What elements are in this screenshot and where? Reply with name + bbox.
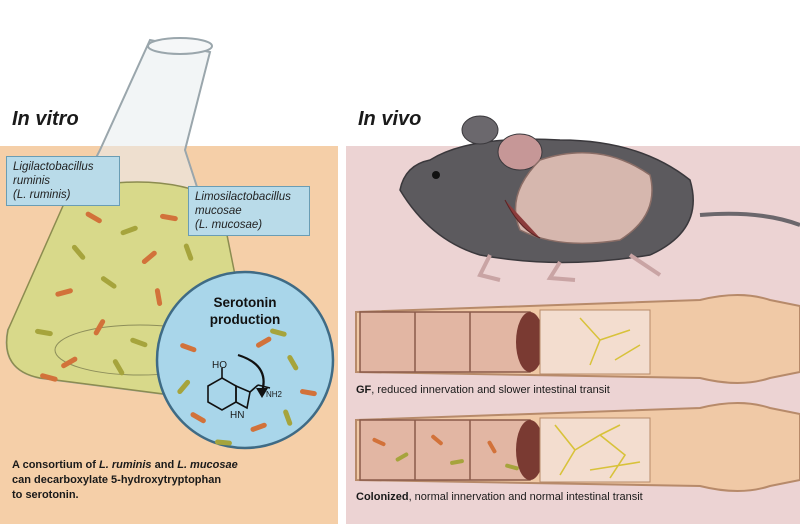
production-line2: production <box>209 312 281 327</box>
gf-caption: GF, reduced innervation and slower intes… <box>356 383 610 398</box>
species-label-mucosae: Limosilactobacillus mucosae (L. mucosae) <box>188 186 310 236</box>
caption-line1-c: and <box>151 459 178 471</box>
colonized-caption-rest: , normal innervation and normal intestin… <box>408 491 643 503</box>
molecule-oh-label: HO <box>212 360 227 371</box>
caption-line1-b: L. ruminis <box>98 459 152 471</box>
production-line1: Serotonin <box>213 295 277 310</box>
colonized-caption-bold: Colonized <box>356 491 409 503</box>
caption-line2: can decarboxylate 5-hydroxytryptophan <box>12 474 222 486</box>
caption-line1-a: A consortium of <box>12 459 99 471</box>
species-label-ruminis: Ligilactobacillus ruminis (L. ruminis) <box>6 156 120 206</box>
species-mucosae-line2: mucosae <box>195 205 242 217</box>
caption-line1: A consortium of L. ruminis and L. mucosa… <box>12 458 332 473</box>
species-mucosae-line1: Limosilactobacillus <box>195 191 291 203</box>
intestine-gf <box>355 294 800 384</box>
species-ruminis-line1: Ligilactobacillus <box>13 161 94 173</box>
conversion-arrow <box>237 353 265 393</box>
serotonin-production-title: Serotonin production <box>190 294 300 328</box>
in-vivo-heading: In vivo <box>358 108 422 130</box>
in-vitro-heading: In vitro <box>12 108 79 130</box>
species-ruminis-line2: ruminis <box>13 175 51 187</box>
molecule-nh2-label: NH2 <box>266 390 283 399</box>
species-mucosae-line3: (L. mucosae) <box>195 219 263 231</box>
species-ruminis-line3: (L. ruminis) <box>13 189 71 201</box>
serotonin-circle <box>155 270 335 450</box>
colonized-caption: Colonized, normal innervation and normal… <box>356 490 643 505</box>
intestine-colonized <box>355 402 800 492</box>
caption-line3: to serotonin. <box>12 489 79 501</box>
serotonin-molecule <box>207 368 271 411</box>
in-vitro-caption: A consortium of L. ruminis and L. mucosa… <box>12 458 332 503</box>
gf-caption-bold: GF <box>356 384 372 396</box>
mouse-illustration <box>399 115 800 282</box>
molecule-nh-label: HN <box>230 410 245 421</box>
caption-line1-d: L. mucosae <box>177 459 238 471</box>
gf-caption-rest: , reduced innervation and slower intesti… <box>371 384 610 396</box>
